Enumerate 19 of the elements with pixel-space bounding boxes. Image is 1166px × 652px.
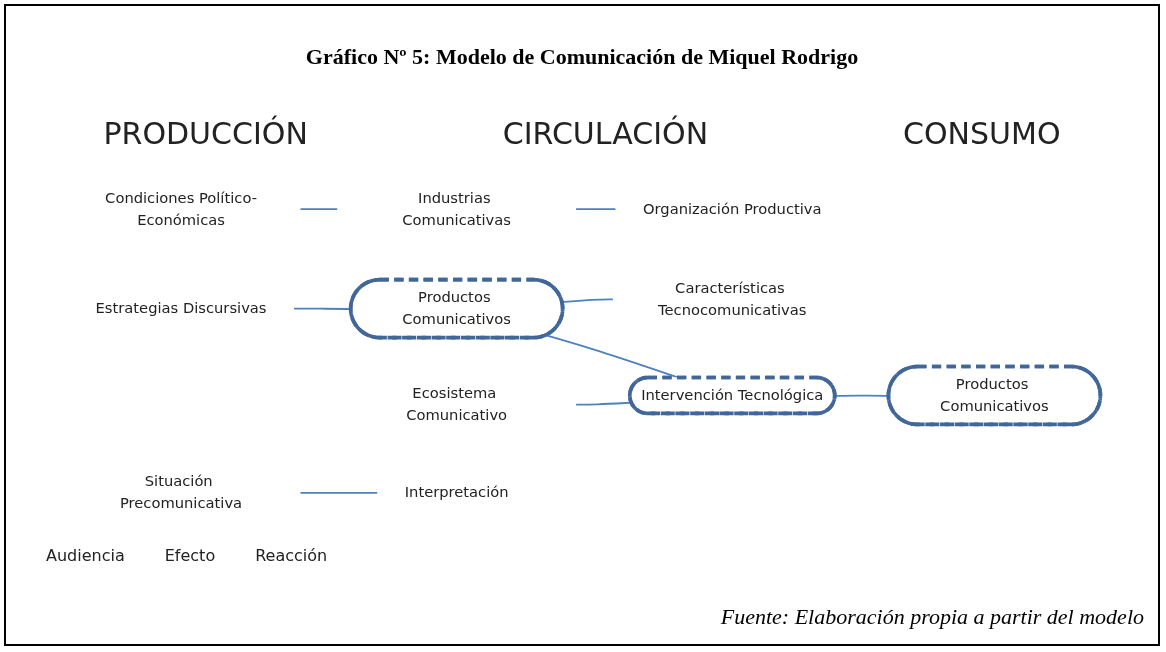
- stage-heading: PRODUCCIÓN: [103, 116, 308, 151]
- node-text: Interpretación: [404, 483, 509, 502]
- stage-term: Efecto: [164, 546, 216, 565]
- connector: [299, 491, 379, 494]
- node-text: Organización Productiva: [642, 199, 822, 218]
- source-caption: Fuente: Elaboración propia a partir del modelo: [720, 604, 1144, 630]
- diagram-title: Gráfico Nº 5: Modelo de Comunicación de Miquel Rodrigo: [304, 44, 860, 70]
- node-text: Características Tecnocomunicativas: [658, 279, 807, 319]
- node-text: Industrias Comunicativas: [402, 188, 511, 229]
- node-text: Situación Precomunicativa: [119, 472, 243, 513]
- stage-term: Reacción: [255, 546, 328, 565]
- stage-term: Audiencia: [46, 546, 125, 565]
- node-text: Ecosistema Comunicativo: [406, 384, 508, 424]
- connector: [299, 208, 339, 211]
- stage-heading: CONSUMO: [903, 116, 1061, 151]
- node-text: Estrategias Discursivas: [95, 299, 267, 317]
- connector: [575, 208, 617, 211]
- stage-heading: CIRCULACIÓN: [502, 116, 709, 151]
- node-text: Condiciones Político-Económicas: [105, 188, 257, 229]
